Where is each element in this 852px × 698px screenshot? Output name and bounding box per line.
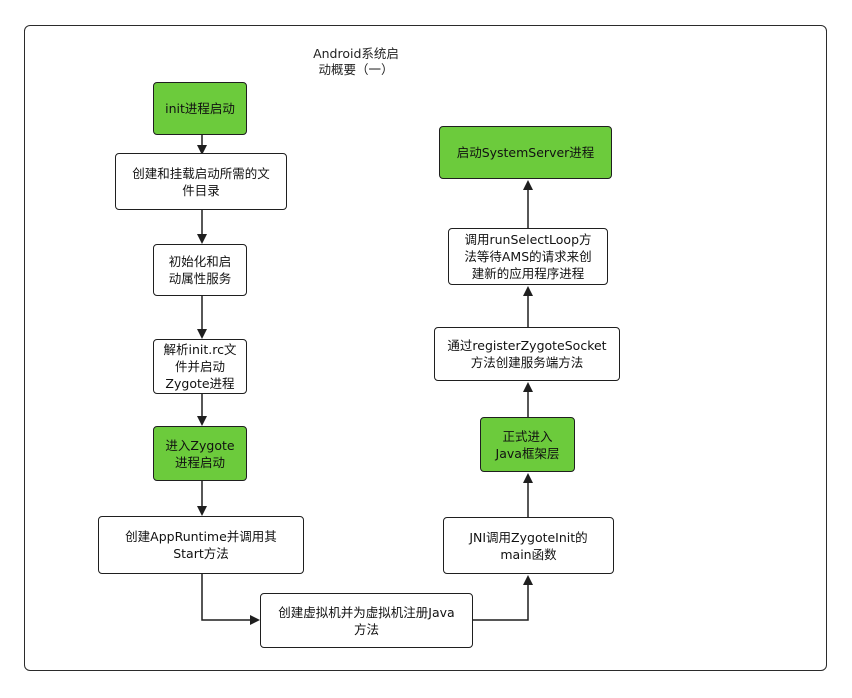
node-jni-call-zygoteinit: JNI调用ZygoteInit的 main函数 bbox=[443, 517, 614, 574]
node-create-appruntime: 创建AppRuntime并调用其 Start方法 bbox=[98, 516, 304, 574]
node-run-select-loop: 调用runSelectLoop方 法等待AMS的请求来创 建新的应用程序进程 bbox=[448, 228, 608, 285]
node-create-mount-dirs: 创建和挂载启动所需的文 件目录 bbox=[115, 153, 287, 210]
node-create-vm-register-java: 创建虚拟机并为虚拟机注册Java 方法 bbox=[260, 593, 473, 648]
diagram-title: Android系统启 动概要（一） bbox=[313, 46, 399, 77]
edge-app-runtime-create-vm bbox=[201, 574, 260, 625]
node-enter-zygote: 进入Zygote 进程启动 bbox=[153, 426, 247, 481]
diagram-frame bbox=[24, 25, 827, 671]
edge-create-vm-jni-zygoteinit bbox=[473, 575, 533, 621]
node-init-property-service: 初始化和启 动属性服务 bbox=[153, 244, 247, 296]
node-enter-java-framework: 正式进入 Java框架层 bbox=[480, 417, 575, 472]
node-register-zygote-socket: 通过registerZygoteSocket 方法创建服务端方法 bbox=[434, 327, 620, 381]
node-start-systemserver: 启动SystemServer进程 bbox=[439, 126, 612, 179]
node-parse-initrc: 解析init.rc文 件并启动 Zygote进程 bbox=[153, 339, 247, 394]
node-init-process-start: init进程启动 bbox=[153, 82, 247, 135]
